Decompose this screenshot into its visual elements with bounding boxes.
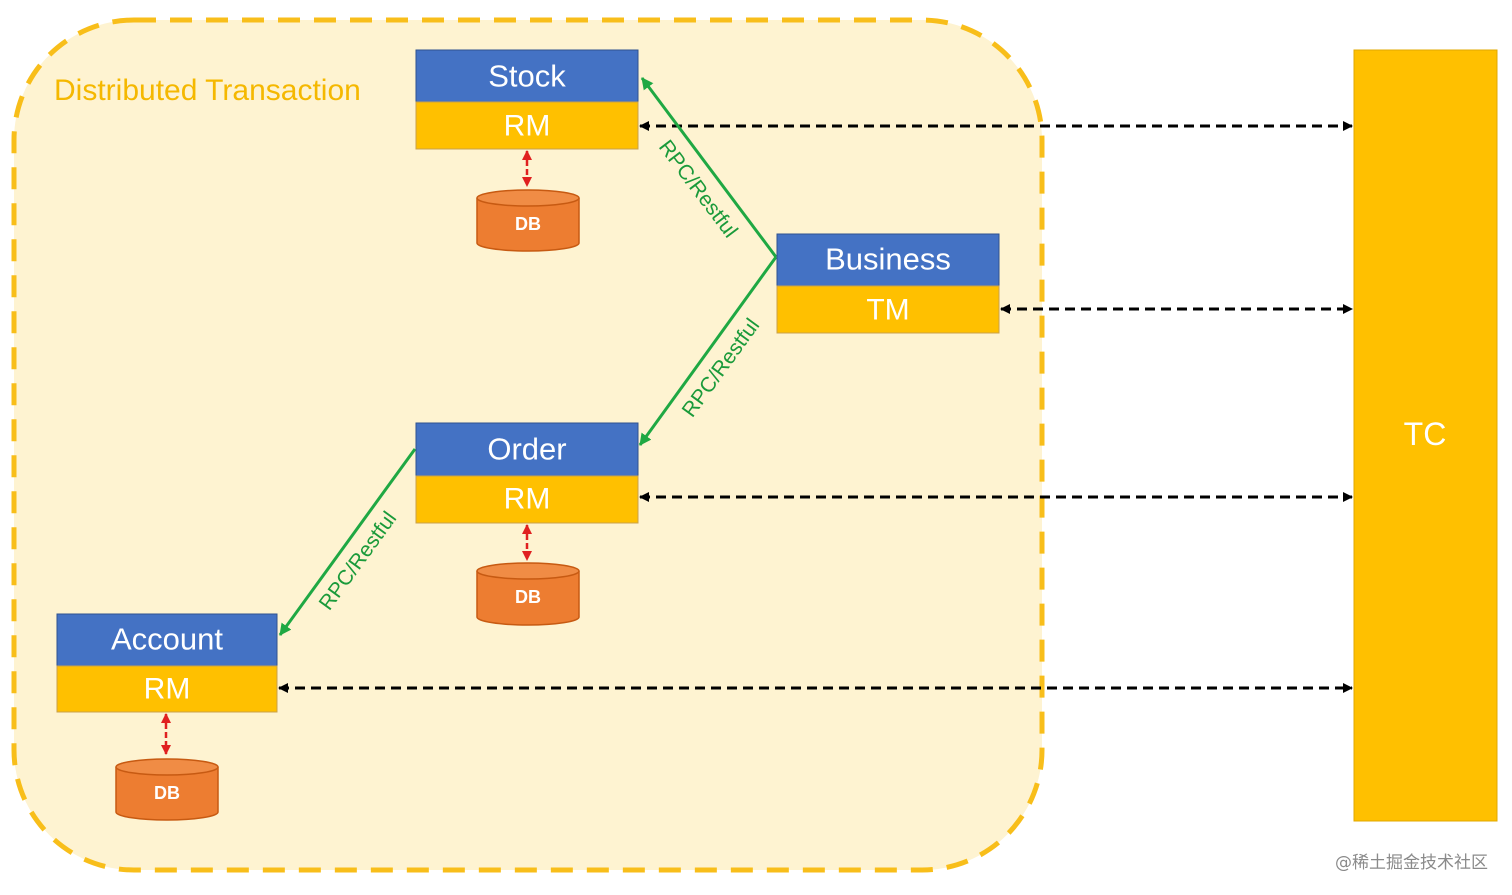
stock-service-name: Stock — [488, 59, 566, 94]
order-service-name: Order — [487, 432, 566, 467]
watermark: @稀土掘金技术社区 — [1335, 853, 1488, 873]
account-db-icon: DB — [115, 758, 219, 821]
account-service: Account RM — [56, 613, 278, 713]
account-db-label: DB — [154, 783, 180, 803]
business-service-name: Business — [825, 242, 951, 277]
order-db-label: DB — [515, 587, 541, 607]
account-service-name: Account — [111, 622, 223, 657]
stock-db-icon: DB — [476, 189, 580, 252]
business-to-stock-rpc-arrow — [640, 77, 778, 258]
business-role-label: TM — [866, 294, 909, 327]
account-role-label: RM — [144, 673, 191, 706]
tc-label: TC — [1404, 416, 1447, 452]
business-to-order-rpc-arrow — [638, 256, 778, 446]
stock-service: Stock RM — [415, 49, 639, 150]
region-title: Distributed Transaction — [54, 74, 361, 107]
stock-db-label: DB — [515, 214, 541, 234]
order-role-label: RM — [504, 483, 551, 516]
order-to-account-rpc-arrow — [278, 448, 417, 636]
stock-role-label: RM — [504, 110, 551, 143]
order-db-icon: DB — [476, 562, 580, 626]
order-service: Order RM — [415, 422, 639, 524]
business-service: Business TM — [776, 233, 1000, 334]
tc-node: TC — [1353, 49, 1498, 822]
